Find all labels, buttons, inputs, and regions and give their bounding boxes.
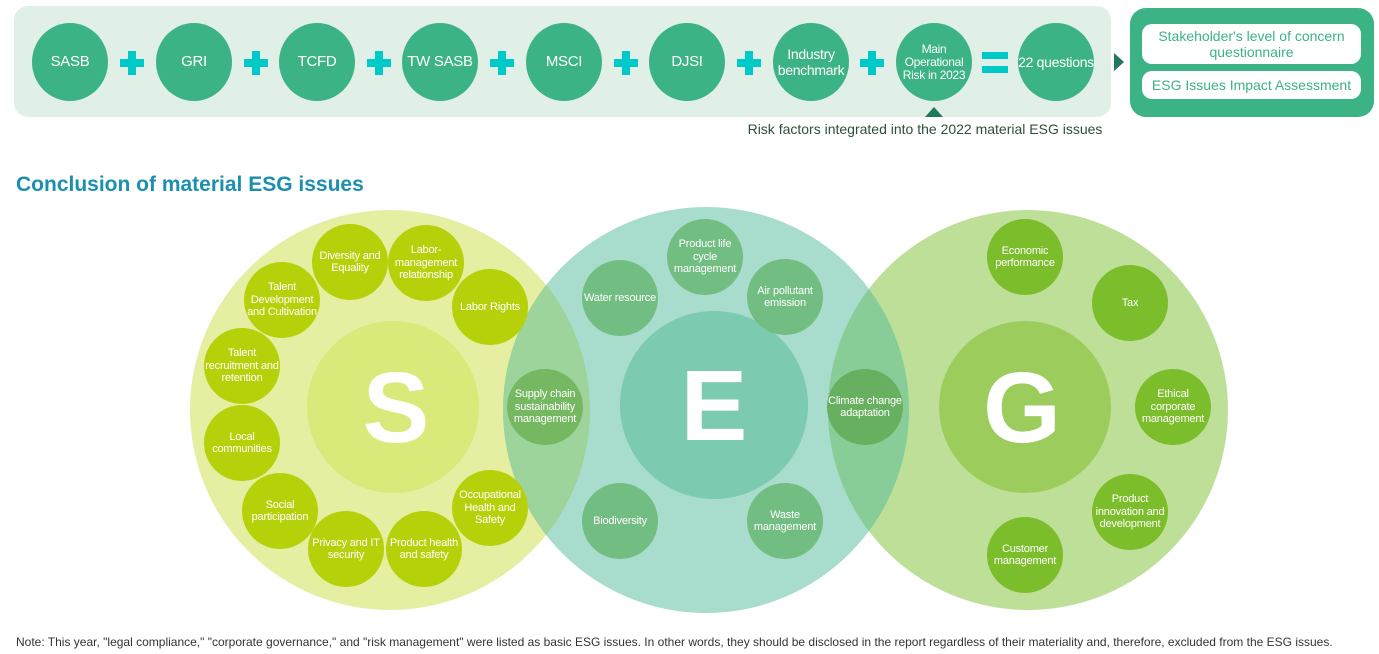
issue-air-pollutant: Air pollutant emission: [747, 259, 823, 335]
letter-s: S: [362, 352, 430, 464]
issue-product-innovation: Product innovation and development: [1092, 474, 1168, 550]
source-industry-benchmark: Industry benchmark: [773, 23, 849, 101]
issue-local-communities: Local communities: [204, 405, 280, 481]
footnote: Note: This year, "legal compliance," "co…: [16, 635, 1333, 649]
issue-biodiversity: Biodiversity: [582, 483, 658, 559]
output-impact-assessment: ESG Issues Impact Assessment: [1142, 71, 1361, 99]
source-msci: MSCI: [526, 23, 602, 101]
issue-supply-chain: Supply chain sustainability management: [507, 369, 583, 445]
plus-icon: [614, 51, 638, 75]
issue-occupational-health: Occupational Health and Safety: [452, 470, 528, 546]
section-title: Conclusion of material ESG issues: [16, 173, 364, 196]
output-questionnaire: Stakeholder's level of concern questionn…: [1142, 24, 1361, 64]
source-gri: GRI: [156, 23, 232, 101]
issue-talent-development: Talent Development and Cultivation: [244, 262, 320, 338]
issue-labor-management: Labor-management relationship: [388, 225, 464, 301]
triangle-up-icon: [925, 107, 943, 117]
issue-product-health-safety: Product health and safety: [386, 511, 462, 587]
issue-ethical-management: Ethical corporate management: [1135, 369, 1211, 445]
source-main-operational-risk: Main Operational Risk in 2023: [896, 23, 972, 101]
issue-economic-performance: Economic performance: [987, 219, 1063, 295]
issue-labor-rights: Labor Rights: [452, 269, 528, 345]
outputs-panel: Stakeholder's level of concern questionn…: [1130, 8, 1374, 117]
plus-icon: [860, 51, 884, 75]
issue-waste-management: Waste management: [747, 483, 823, 559]
environmental-core: [620, 311, 808, 499]
plus-icon: [490, 51, 514, 75]
issue-tax: Tax: [1092, 265, 1168, 341]
equals-icon: [982, 52, 1008, 74]
source-tw-sasb: TW SASB: [402, 23, 478, 101]
letter-e: E: [680, 350, 748, 462]
issue-customer-management: Customer management: [987, 517, 1063, 593]
arrow-right-icon: [1114, 53, 1124, 71]
source-djsi: DJSI: [649, 23, 725, 101]
plus-icon: [120, 51, 144, 75]
issue-privacy-it-security: Privacy and IT security: [308, 511, 384, 587]
issue-climate-change: Climate change adaptation: [827, 369, 903, 445]
letter-g: G: [983, 352, 1061, 464]
issue-social-participation: Social participation: [242, 473, 318, 549]
source-sasb: SASB: [32, 23, 108, 101]
risk-note: Risk factors integrated into the 2022 ma…: [747, 121, 1103, 137]
source-tcfd: TCFD: [279, 23, 355, 101]
issue-talent-recruitment: Talent recruitment and retention: [204, 328, 280, 404]
result-questions: 22 questions: [1018, 23, 1094, 101]
governance-core: [939, 321, 1111, 493]
plus-icon: [737, 51, 761, 75]
issue-water-resource: Water resource: [582, 260, 658, 336]
plus-icon: [367, 51, 391, 75]
issue-diversity: Diversity and Equality: [312, 224, 388, 300]
plus-icon: [244, 51, 268, 75]
social-core: [307, 321, 479, 493]
issue-product-life-cycle: Product life cycle management: [667, 219, 743, 295]
